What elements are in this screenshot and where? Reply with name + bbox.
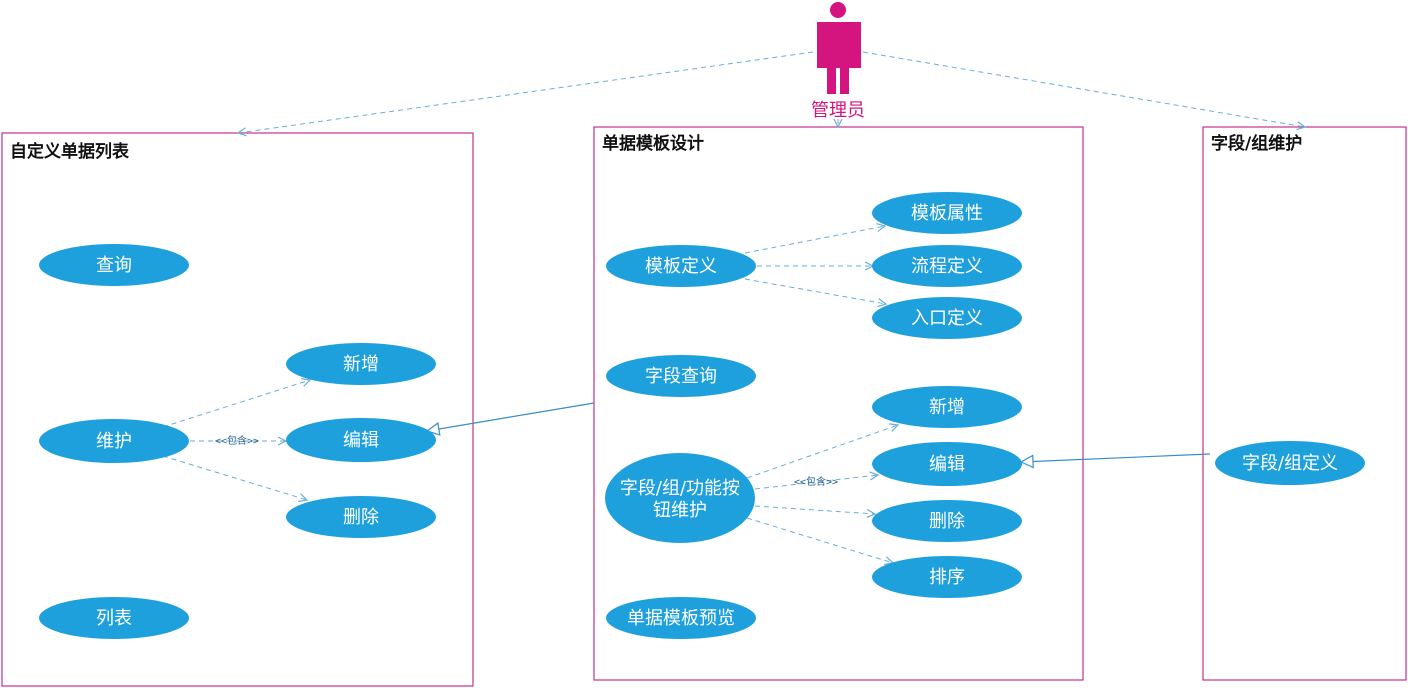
use-case-group-def[interactable]: 字段/组定义 — [1215, 441, 1365, 485]
use-case-query-label: 查询 — [96, 255, 132, 276]
use-case-edit-right[interactable]: 编辑 — [872, 442, 1022, 486]
use-case-sort-label: 排序 — [929, 567, 965, 588]
actor-right-leg-icon — [840, 66, 849, 94]
include-label-right: <<包含>> — [794, 475, 838, 488]
use-case-query[interactable]: 查询 — [39, 244, 189, 286]
use-case-field-query-label: 字段查询 — [645, 366, 717, 387]
box-field-maintenance: 字段/组维护 — [1202, 126, 1407, 681]
use-case-group-def-label: 字段/组定义 — [1242, 453, 1338, 474]
actor-associations — [238, 51, 1305, 133]
actor-body-icon — [817, 22, 861, 68]
use-case-field-maintain-label-2: 钮维护 — [653, 500, 707, 521]
tpldef-to-attr-line — [744, 226, 885, 254]
use-case-add-left[interactable]: 新增 — [286, 343, 436, 385]
use-case-add-left-label: 新增 — [343, 354, 379, 375]
box-custom-list-title: 自定义单据列表 — [10, 141, 130, 162]
use-case-edit-left-label: 编辑 — [343, 430, 379, 451]
use-case-field-maintain-label-1: 字段/组/功能按 — [620, 478, 740, 499]
use-case-list-label: 列表 — [96, 608, 132, 629]
groupdef-to-edit-line — [1021, 453, 1211, 462]
maintain-to-delete-line — [162, 455, 307, 500]
actor-left-leg-icon — [827, 66, 836, 94]
use-case-list[interactable]: 列表 — [39, 597, 189, 639]
use-case-delete-left-label: 删除 — [343, 507, 379, 528]
include-label-left: <<包含>> — [215, 434, 259, 447]
design-to-edit-line — [427, 402, 595, 431]
actor-head-icon — [830, 2, 846, 18]
use-case-template-preview-label: 单据模板预览 — [627, 608, 735, 629]
use-case-entry-def-label: 入口定义 — [911, 308, 983, 329]
fieldmaint-to-delete-line — [754, 505, 875, 514]
use-case-delete-right[interactable]: 删除 — [872, 500, 1022, 542]
use-case-flow-def[interactable]: 流程定义 — [872, 245, 1022, 287]
use-case-maintain-label: 维护 — [96, 431, 132, 452]
solid-relations — [427, 402, 1211, 462]
use-case-template-def[interactable]: 模板定义 — [606, 245, 756, 287]
use-case-field-query[interactable]: 字段查询 — [606, 355, 756, 397]
use-case-edit-right-label: 编辑 — [929, 454, 965, 475]
use-case-add-right-label: 新增 — [929, 397, 965, 418]
actor-admin[interactable]: 管理员 — [811, 2, 865, 121]
use-case-delete-right-label: 删除 — [929, 511, 965, 532]
use-case-delete-left[interactable]: 删除 — [286, 496, 436, 538]
use-case-add-right[interactable]: 新增 — [872, 386, 1022, 428]
use-case-edit-left[interactable]: 编辑 — [286, 418, 436, 462]
fieldmaint-to-sort-line — [746, 517, 893, 563]
use-case-maintain[interactable]: 维护 — [39, 419, 189, 463]
actor-to-field-line — [862, 51, 1305, 127]
use-case-field-maintain[interactable]: 字段/组/功能按 钮维护 — [605, 453, 755, 543]
use-case-template-def-label: 模板定义 — [645, 256, 717, 277]
include-relations — [162, 226, 898, 563]
use-case-template-attr-label: 模板属性 — [911, 203, 983, 224]
use-case-sort[interactable]: 排序 — [872, 556, 1022, 598]
actor-label: 管理员 — [811, 100, 865, 121]
actor-to-list-line — [238, 51, 814, 133]
use-case-template-attr[interactable]: 模板属性 — [872, 192, 1022, 234]
use-case-flow-def-label: 流程定义 — [911, 256, 983, 277]
tpldef-to-entry-line — [744, 278, 886, 304]
box-template-design-title: 单据模板设计 — [602, 133, 704, 154]
box-field-maintenance-title: 字段/组维护 — [1211, 133, 1302, 154]
use-case-template-preview[interactable]: 单据模板预览 — [606, 597, 756, 639]
fieldmaint-to-edit-line — [754, 475, 878, 490]
use-case-entry-def[interactable]: 入口定义 — [872, 297, 1022, 339]
maintain-to-add-line — [162, 380, 310, 428]
